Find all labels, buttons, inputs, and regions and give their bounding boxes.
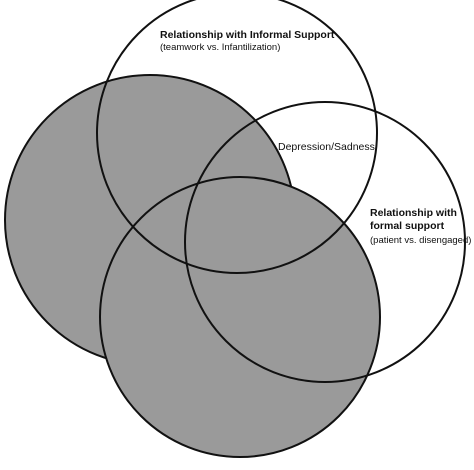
formal-support-title-line2: formal support bbox=[370, 220, 445, 232]
informal-support-subtitle: (teamwork vs. Infantilization) bbox=[160, 42, 280, 53]
depression-label: Depression/Sadness bbox=[278, 141, 375, 153]
informal-support-circle bbox=[96, 0, 378, 274]
informal-support-title: Relationship with Informal Support bbox=[160, 29, 335, 41]
formal-support-title-line1: Relationship with bbox=[370, 207, 457, 219]
formal-support-circle bbox=[184, 101, 466, 383]
bottom-gray-circle bbox=[99, 176, 381, 458]
formal-support-subtitle: (patient vs. disengaged) bbox=[370, 235, 471, 246]
